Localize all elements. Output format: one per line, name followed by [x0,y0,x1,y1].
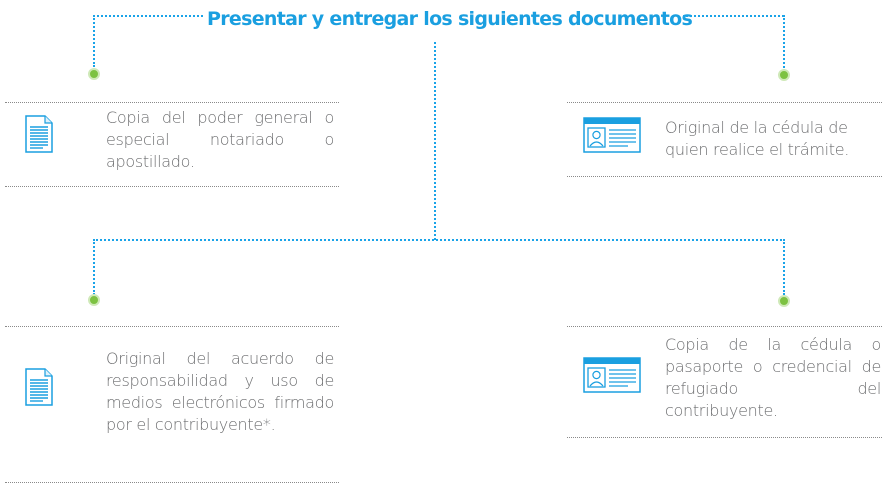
connector-dot-2 [778,69,790,81]
divider-item2-bottom [567,176,882,177]
connector-middle-left-drop [93,239,95,295]
connector-dot-3 [88,294,100,306]
document-icon [25,368,53,406]
divider-item1-bottom [5,186,339,187]
divider-item4-top [567,326,882,327]
item-text-power-of-attorney: Copia del poder general o especial notar… [106,108,334,171]
connector-dot-4 [778,295,790,307]
item-text-id-or-passport-copy: Copia de la cédula o pasaporte o credenc… [665,335,881,420]
connector-top-right [683,15,784,17]
divider-item2-top [567,102,882,103]
connector-center-trunk [434,42,436,240]
connector-top-left [93,15,203,17]
connector-dot-1 [88,68,100,80]
connector-middle [93,239,785,241]
divider-item4-bottom [567,437,882,438]
item-text-id-card-original: Original de la cédula de quien realice e… [665,118,850,159]
divider-item1-top [5,102,339,103]
id-card-icon [583,357,641,393]
connector-top-right-drop [783,15,785,71]
connector-middle-right-drop [783,239,785,295]
divider-item3-top [5,326,339,327]
document-icon [25,115,53,153]
id-card-icon [583,117,641,153]
item-text-responsibility-agreement: Original del acuerdo de responsabilidad … [106,349,334,434]
divider-item3-bottom [5,482,339,483]
diagram-title: Presentar y entregar los siguientes docu… [207,8,693,30]
connector-top-left-drop [93,15,95,67]
